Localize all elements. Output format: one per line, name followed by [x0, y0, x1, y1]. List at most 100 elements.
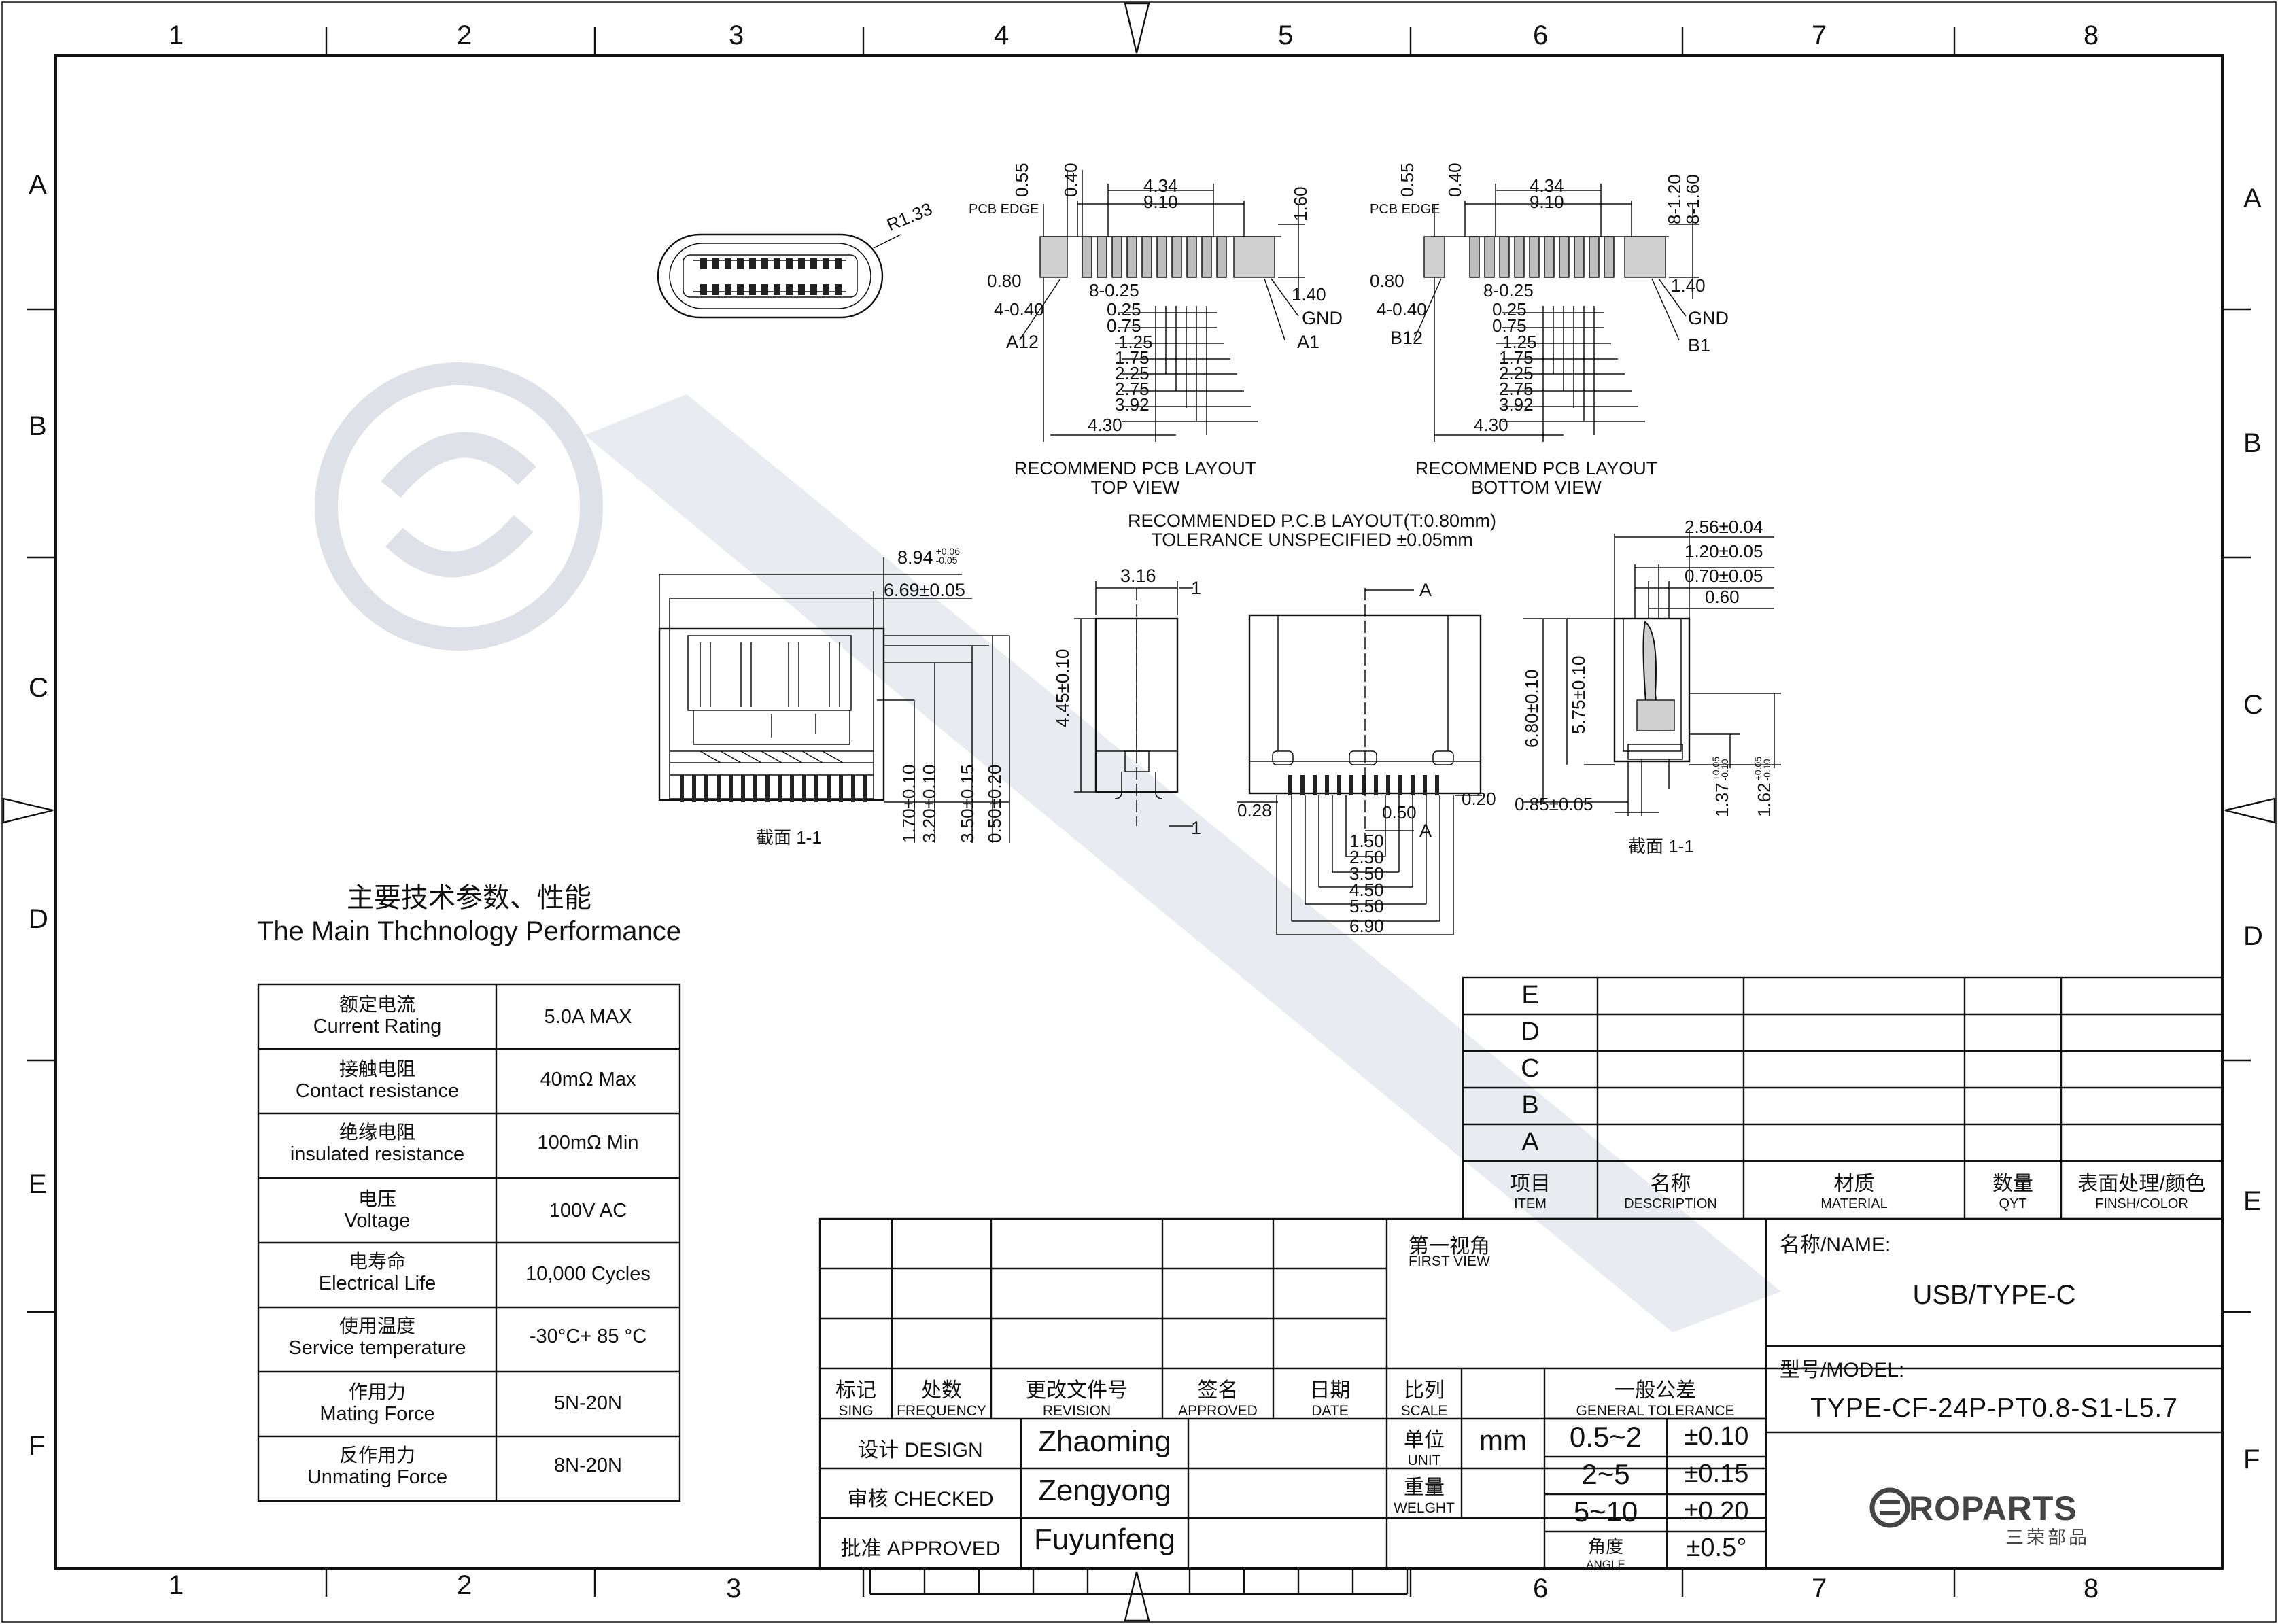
front-dim-894-main: 8.94 — [897, 547, 933, 568]
spec-row-life-value: 10,000 Cycles — [525, 1263, 651, 1285]
frame-col-2-bottom: 2 — [457, 1570, 472, 1600]
unit-label-cn: 单位 — [1404, 1429, 1445, 1451]
spec-row-temp-en: Service temperature — [288, 1337, 466, 1359]
scale-label-en: SCALE — [1400, 1403, 1448, 1419]
spec-table-grid — [257, 983, 681, 1502]
sec-dim-070: 0.70±0.05 — [1685, 566, 1763, 586]
sec-dim-162: 1.62+0.05-0.10 — [1753, 757, 1775, 817]
front-section-label: 截面 1-1 — [756, 827, 822, 848]
title-block-grid — [818, 1217, 2224, 1595]
spec-row-unmating-cn: 反作用力 — [339, 1445, 415, 1466]
top-dim-025: 0.25 — [1107, 299, 1141, 319]
rev-header-approved-en: APPROVED — [1178, 1403, 1258, 1419]
frame-row-d-right: D — [2243, 921, 2263, 951]
connector-section-view — [1523, 530, 1781, 816]
pcb-note-line1: RECOMMENDED P.C.B LAYOUT(T:0.80mm) — [1127, 511, 1497, 531]
frame-col-3-bottom: 3 — [726, 1574, 742, 1604]
front-dim-669: 6.69±0.05 — [884, 580, 965, 600]
spec-row-unmating-value: 8N-20N — [554, 1455, 622, 1476]
side-mark-top: 1 — [1191, 578, 1202, 598]
tol-value-1: ±0.10 — [1684, 1422, 1749, 1451]
spec-row-unmating-en: Unmating Force — [307, 1466, 448, 1488]
sec-dim-060: 0.60 — [1705, 587, 1740, 607]
angle-tolerance: ±0.5° — [1686, 1534, 1747, 1562]
front-dim-894: 8.94+0.06-0.05 — [897, 547, 960, 568]
name-value: USB/TYPE-C — [1912, 1280, 2076, 1310]
spec-row-insulated-value: 100mΩ Min — [537, 1132, 639, 1154]
bf-label-a-top: A — [1419, 580, 1432, 600]
pcb-note-line2: TOLERANCE UNSPECIFIED ±0.05mm — [1151, 530, 1473, 550]
sec-section-label: 截面 1-1 — [1628, 836, 1694, 857]
general-tolerance-en: GENERAL TOLERANCE — [1576, 1403, 1735, 1419]
spec-row-temp-value: -30°C+ 85 °C — [529, 1326, 647, 1347]
top-dim-140: 1.40 — [1292, 284, 1326, 305]
frame-row-b-right: B — [2243, 428, 2262, 458]
bom-header-desc-cn: 名称 — [1650, 1173, 1691, 1195]
top-view-title-line2: TOP VIEW — [1090, 477, 1180, 498]
bf-dim-350: 3.50 — [1349, 863, 1384, 884]
top-dim-040: 0.40 — [1060, 162, 1081, 197]
frame-col-1-top: 1 — [169, 20, 184, 50]
rev-header-sing-en: SING — [838, 1403, 874, 1419]
bf-dim-028: 0.28 — [1237, 800, 1272, 820]
bottom-dim-175: 1.75 — [1499, 347, 1534, 368]
top-pin-a1: A1 — [1297, 332, 1320, 352]
rev-header-approved-cn: 签名 — [1197, 1379, 1239, 1402]
frame-col-7-bottom: 7 — [1812, 1574, 1827, 1604]
tol-value-2: ±0.15 — [1684, 1459, 1749, 1488]
sec-dim-680: 6.80±0.10 — [1521, 669, 1542, 748]
rev-header-frequency-cn: 处数 — [921, 1379, 962, 1402]
bottom-dim-8-025: 8-0.25 — [1483, 280, 1534, 300]
bom-header-item-en: ITEM — [1514, 1196, 1547, 1211]
spec-row-mating-en: Mating Force — [320, 1403, 435, 1425]
approved-label: 批准 APPROVED — [840, 1538, 1001, 1560]
bottom-dim-910: 9.10 — [1530, 192, 1564, 212]
bom-header-material-cn: 材质 — [1833, 1173, 1875, 1195]
bf-dim-450: 4.50 — [1349, 880, 1384, 900]
sec-dim-162-dn: -0.10 — [1761, 759, 1772, 781]
bottom-gnd-label: GND — [1688, 308, 1729, 328]
frame-row-b-left: B — [29, 411, 47, 441]
frame-col-4-top: 4 — [994, 20, 1009, 50]
side-dim-445: 4.45±0.10 — [1052, 649, 1073, 727]
tol-range-2: 2~5 — [1581, 1458, 1630, 1490]
spec-row-voltage-en: Voltage — [344, 1210, 411, 1232]
connector-side-view — [1074, 581, 1193, 827]
bottom-dim-125: 1.25 — [1502, 332, 1537, 352]
top-pin-a12: A12 — [1006, 332, 1039, 352]
weight-label-en: WELGHT — [1394, 1500, 1455, 1516]
rev-header-revision-en: REVISION — [1042, 1403, 1111, 1419]
name-label: 名称/NAME: — [1780, 1234, 1891, 1256]
top-view-title-line1: RECOMMEND PCB LAYOUT — [1014, 458, 1257, 479]
front-dim-320: 3.20±0.10 — [919, 764, 939, 843]
bf-label-a-bottom: A — [1419, 820, 1432, 841]
bottom-dim-275: 2.75 — [1499, 379, 1534, 399]
top-dim-910: 9.10 — [1143, 192, 1178, 212]
top-dim-434: 4.34 — [1143, 175, 1178, 196]
front-dim-894-up: +0.06 — [935, 546, 960, 557]
spec-row-temp-cn: 使用温度 — [339, 1315, 415, 1336]
top-dim-225: 2.25 — [1115, 363, 1150, 383]
spec-row-mating-cn: 作用力 — [348, 1381, 406, 1402]
bottom-dim-055: 0.55 — [1397, 162, 1417, 197]
spec-row-contact-value: 40mΩ Max — [540, 1069, 636, 1090]
spec-row-life-en: Electrical Life — [318, 1273, 436, 1294]
top-view-title: RECOMMEND PCB LAYOUT TOP VIEW — [986, 459, 1285, 497]
top-dim-4-040: 4-0.40 — [994, 299, 1044, 319]
frame-row-f-left: F — [29, 1431, 46, 1461]
sec-dim-137: 1.37+0.05-0.10 — [1710, 757, 1733, 817]
frame-col-6-bottom: 6 — [1533, 1574, 1549, 1604]
bom-header-material-en: MATERIAL — [1820, 1196, 1888, 1211]
bom-row-d: D — [1521, 1018, 1540, 1046]
